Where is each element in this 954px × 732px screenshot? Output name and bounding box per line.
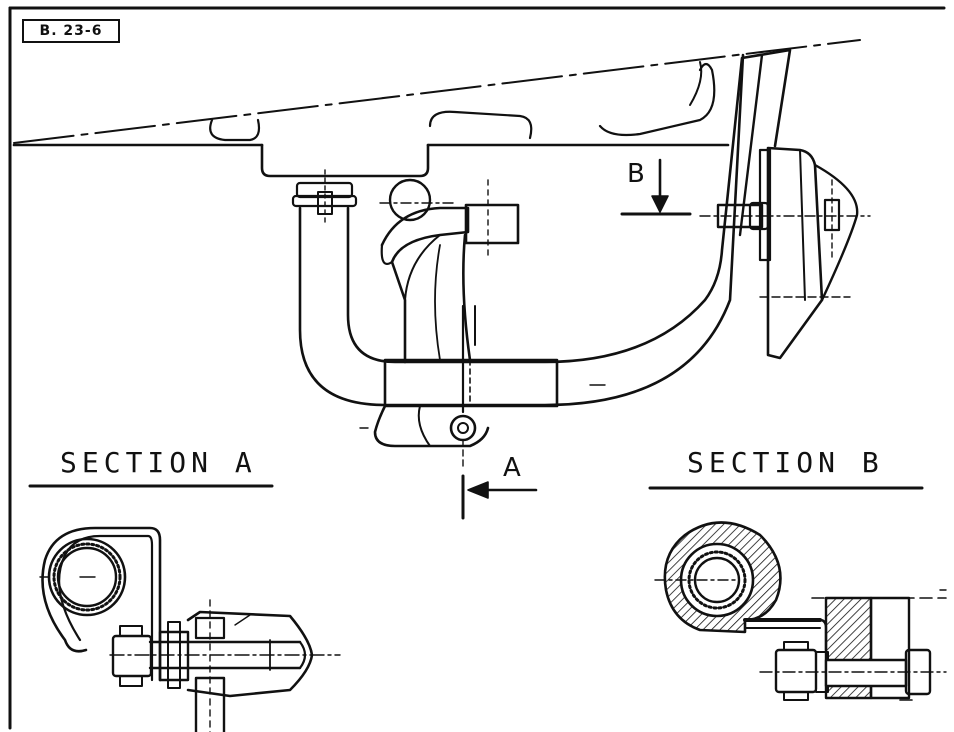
section-b-view <box>654 521 947 701</box>
hoop-bracket <box>291 48 792 408</box>
view-marker-b-label: B <box>627 159 645 189</box>
section-b-title: SECTION B <box>687 446 884 479</box>
bumper-body <box>12 39 861 178</box>
section-a-view <box>39 526 341 732</box>
section-a-cut-arrow <box>461 474 538 520</box>
view-marker-a-label: A <box>503 453 521 483</box>
tow-hook <box>359 178 520 471</box>
right-mounting-plate <box>699 146 871 360</box>
drawing-frame <box>8 6 946 730</box>
section-a-title: SECTION A <box>60 446 257 479</box>
figure-tag: B. 23-6 <box>22 19 120 43</box>
section-b-cut-arrow <box>620 158 692 216</box>
